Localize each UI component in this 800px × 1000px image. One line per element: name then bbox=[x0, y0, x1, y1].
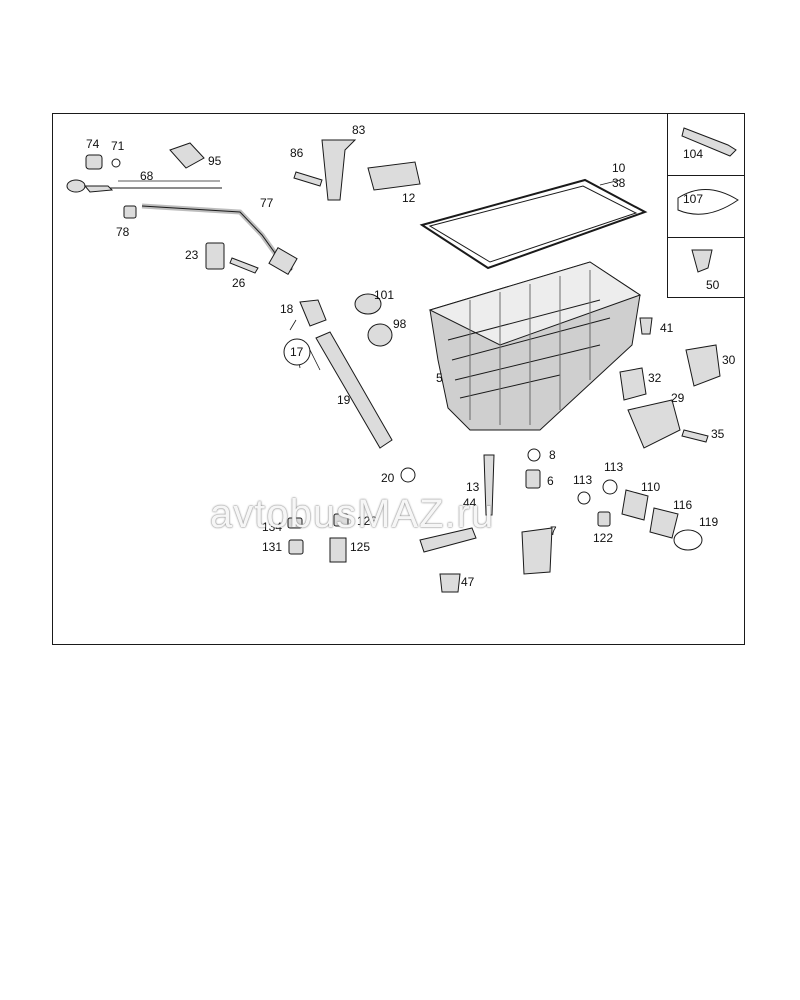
callout-6: 6 bbox=[547, 474, 554, 488]
callout-83: 83 bbox=[352, 123, 366, 137]
callout-26: 26 bbox=[232, 276, 246, 290]
connector-part bbox=[299, 299, 327, 327]
callout-104: 104 bbox=[683, 147, 704, 161]
accessory-divider bbox=[667, 175, 745, 176]
bracket-part bbox=[321, 139, 357, 201]
callout-78: 78 bbox=[116, 225, 130, 239]
callout-41: 41 bbox=[660, 321, 674, 335]
callout-128: 128 bbox=[357, 514, 378, 528]
callout-30: 30 bbox=[722, 353, 736, 367]
plug-122-part bbox=[597, 511, 611, 527]
callout-47: 47 bbox=[461, 575, 475, 589]
flange-part bbox=[619, 367, 647, 401]
callout-68: 68 bbox=[140, 169, 154, 183]
plug-part bbox=[525, 469, 541, 489]
callout-20: 20 bbox=[381, 471, 395, 485]
cover-plate-part bbox=[685, 344, 721, 387]
callout-95: 95 bbox=[208, 154, 222, 168]
pipe-part bbox=[315, 331, 393, 449]
callout-38: 38 bbox=[612, 176, 626, 190]
callout-44: 44 bbox=[463, 496, 477, 510]
callout-107: 107 bbox=[683, 192, 704, 206]
callout-17: 17 bbox=[290, 345, 304, 359]
callout-77: 77 bbox=[260, 196, 274, 210]
washer-part bbox=[111, 158, 121, 168]
callout-110: 110 bbox=[641, 480, 661, 494]
watermark: avtobusMAZ.ru bbox=[210, 492, 495, 536]
callout-35: 35 bbox=[711, 427, 725, 441]
accessory-divider bbox=[667, 237, 745, 238]
callout-122: 122 bbox=[593, 531, 614, 545]
callout-98: 98 bbox=[393, 317, 407, 331]
sensor-part bbox=[483, 454, 495, 516]
screw-50-icon bbox=[691, 249, 713, 273]
bracket-small-part bbox=[205, 242, 225, 270]
seal-ring-part bbox=[354, 293, 382, 315]
callout-101: 101 bbox=[374, 288, 395, 302]
callout-10: 10 bbox=[612, 161, 626, 175]
callout-131: 131 bbox=[262, 540, 283, 554]
callout-113-right: 113 bbox=[604, 460, 624, 474]
screw-125-part bbox=[329, 537, 347, 563]
callout-113-left: 113 bbox=[573, 473, 593, 487]
callout-12: 12 bbox=[402, 191, 416, 205]
callout-5: 5 bbox=[436, 371, 443, 385]
gasket-part bbox=[419, 178, 648, 270]
callout-8: 8 bbox=[549, 448, 556, 462]
diagram-frame bbox=[52, 113, 745, 645]
housing-part bbox=[627, 399, 681, 449]
valve-part bbox=[439, 573, 461, 593]
group-17-marker bbox=[283, 338, 311, 366]
plug-131-part bbox=[288, 539, 304, 555]
callout-86: 86 bbox=[290, 146, 304, 160]
holder-part bbox=[367, 161, 421, 191]
plug-128-part bbox=[333, 513, 349, 527]
callout-29: 29 bbox=[671, 391, 685, 405]
callout-50: 50 bbox=[706, 278, 720, 292]
callout-71: 71 bbox=[111, 139, 125, 153]
plug-134-part bbox=[287, 517, 303, 529]
bolt-part bbox=[293, 171, 323, 187]
screw-41-part bbox=[639, 317, 653, 335]
hose-part bbox=[649, 507, 679, 539]
cable-tie-icon bbox=[677, 189, 739, 215]
dipstick-part bbox=[66, 179, 222, 193]
oring-part bbox=[527, 448, 541, 462]
guide-tube-part bbox=[123, 203, 298, 275]
callout-32: 32 bbox=[648, 371, 662, 385]
callout-125: 125 bbox=[350, 540, 371, 554]
accessory-panel bbox=[667, 113, 745, 298]
callout-119: 119 bbox=[699, 515, 719, 529]
callout-19: 19 bbox=[337, 393, 351, 407]
cap-part bbox=[85, 154, 103, 170]
washer-113-part bbox=[577, 491, 591, 505]
oil-pan-part bbox=[428, 261, 642, 431]
clamp-part bbox=[169, 142, 205, 169]
screw-35-part bbox=[681, 429, 709, 443]
callout-134: 134 bbox=[262, 520, 283, 534]
callout-13: 13 bbox=[466, 480, 480, 494]
clamp-119-part bbox=[673, 529, 703, 551]
union-part bbox=[621, 489, 649, 521]
callout-23: 23 bbox=[185, 248, 199, 262]
washer-113b-part bbox=[602, 479, 618, 495]
heater-part bbox=[419, 527, 477, 553]
seal-part bbox=[367, 323, 393, 347]
washer-20-part bbox=[400, 467, 416, 483]
filter-part bbox=[521, 527, 553, 575]
callout-116: 116 bbox=[673, 498, 693, 512]
callout-18: 18 bbox=[280, 302, 294, 316]
callout-7: 7 bbox=[550, 524, 557, 538]
callout-74: 74 bbox=[86, 137, 100, 151]
sealant-tube-icon bbox=[681, 127, 737, 157]
screw-part bbox=[229, 257, 259, 274]
